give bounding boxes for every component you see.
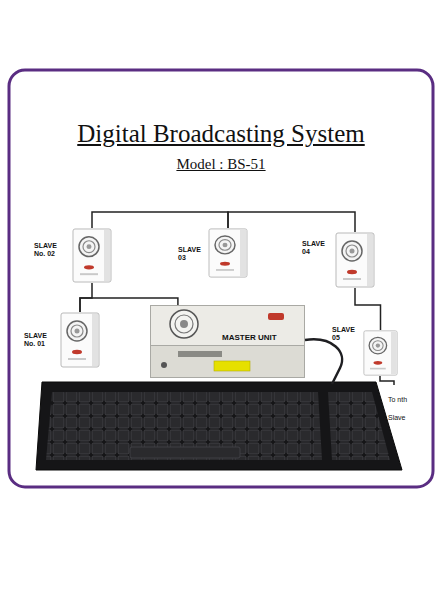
slave-unit: SLAVE 05 [363, 330, 398, 376]
slave-unit: SLAVE No. 02 [72, 228, 112, 283]
diagram-title: Digital Broadcasting System [77, 120, 364, 147]
note-label: To nth Slave [388, 396, 407, 421]
model-label-holder: Model : BS-51 [0, 155, 442, 173]
keyboard-spacebar [130, 447, 240, 458]
slave-label: SLAVE 04 [302, 240, 332, 256]
slave-unit: SLAVE No. 01 [60, 312, 100, 368]
slave-label: SLAVE 05 [332, 326, 360, 342]
slave-label: SLAVE No. 02 [34, 242, 66, 258]
model-label: Model : BS-51 [176, 156, 265, 172]
keyboard-numpad [328, 392, 390, 460]
keyboard-body [36, 382, 402, 470]
speaker-drawing [335, 232, 375, 288]
wire [228, 212, 355, 232]
nth-slave-wire [380, 376, 394, 385]
slave-unit: SLAVE 04 [335, 232, 375, 288]
note-label-holder: To nth Slave [388, 388, 424, 424]
frame-border [9, 70, 433, 487]
speaker-drawing [363, 330, 398, 376]
wire [355, 288, 381, 330]
keyboard-keys [46, 392, 322, 460]
slave-label: SLAVE 03 [178, 246, 206, 262]
speaker-drawing [72, 228, 112, 283]
diagram-title-holder: Digital Broadcasting System [0, 120, 442, 149]
keyboard-cable [305, 339, 342, 384]
speaker-drawing [208, 228, 248, 278]
slave-label: SLAVE No. 01 [24, 332, 56, 348]
slave-unit: SLAVE 03 [208, 228, 248, 278]
wire [92, 212, 228, 228]
master-unit: MASTER UNIT [150, 305, 305, 378]
keyboard [36, 382, 402, 470]
speaker-drawing [60, 312, 100, 368]
unit-label: MASTER UNIT [222, 333, 277, 342]
